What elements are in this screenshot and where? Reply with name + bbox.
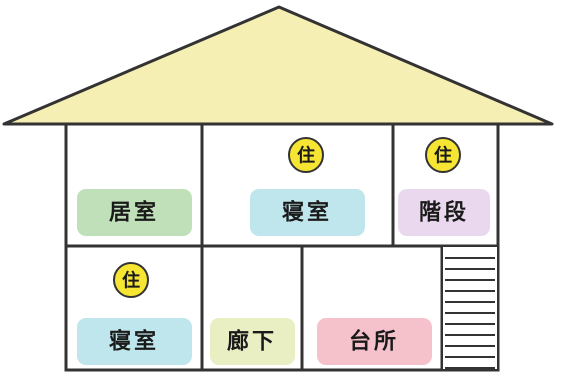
room-living-label: 居室 <box>109 200 159 226</box>
room-hallway-label: 廊下 <box>227 329 277 355</box>
room-bedroom-lower-label: 寝室 <box>109 329 159 355</box>
resident-marker-bedroom-lower: 住 <box>113 262 149 298</box>
stair-steps <box>445 257 495 369</box>
resident-marker-bedroom-upper: 住 <box>288 137 324 173</box>
room-bedroom-lower-pill <box>77 318 192 365</box>
room-bedroom-upper-label: 寝室 <box>282 200 332 226</box>
room-living: 居室 <box>77 189 192 236</box>
resident-marker-stairs: 住 <box>425 137 461 173</box>
resident-marker-text: 住 <box>122 270 140 292</box>
staircase-frame <box>441 245 499 371</box>
room-kitchen: 台所 <box>317 318 432 365</box>
room-kitchen-pill <box>317 318 432 365</box>
room-bedroom-upper-pill <box>250 189 365 236</box>
resident-marker-circle <box>425 137 461 173</box>
staircase <box>441 245 499 371</box>
room-living-pill <box>77 189 192 236</box>
room-stairs-label: 階段 <box>419 200 469 226</box>
room-hallway: 廊下 <box>210 318 295 365</box>
roof <box>2 5 554 126</box>
room-stairs-pill <box>398 189 490 236</box>
resident-marker-text: 住 <box>297 145 315 167</box>
room-kitchen-label: 台所 <box>349 329 399 355</box>
resident-marker-circle <box>288 137 324 173</box>
room-hallway-pill <box>210 318 295 365</box>
room-stairs: 階段 <box>398 189 490 236</box>
room-bedroom-lower: 寝室 <box>77 318 192 365</box>
resident-marker-circle <box>113 262 149 298</box>
room-bedroom-upper: 寝室 <box>250 189 365 236</box>
resident-marker-text: 住 <box>434 145 452 167</box>
